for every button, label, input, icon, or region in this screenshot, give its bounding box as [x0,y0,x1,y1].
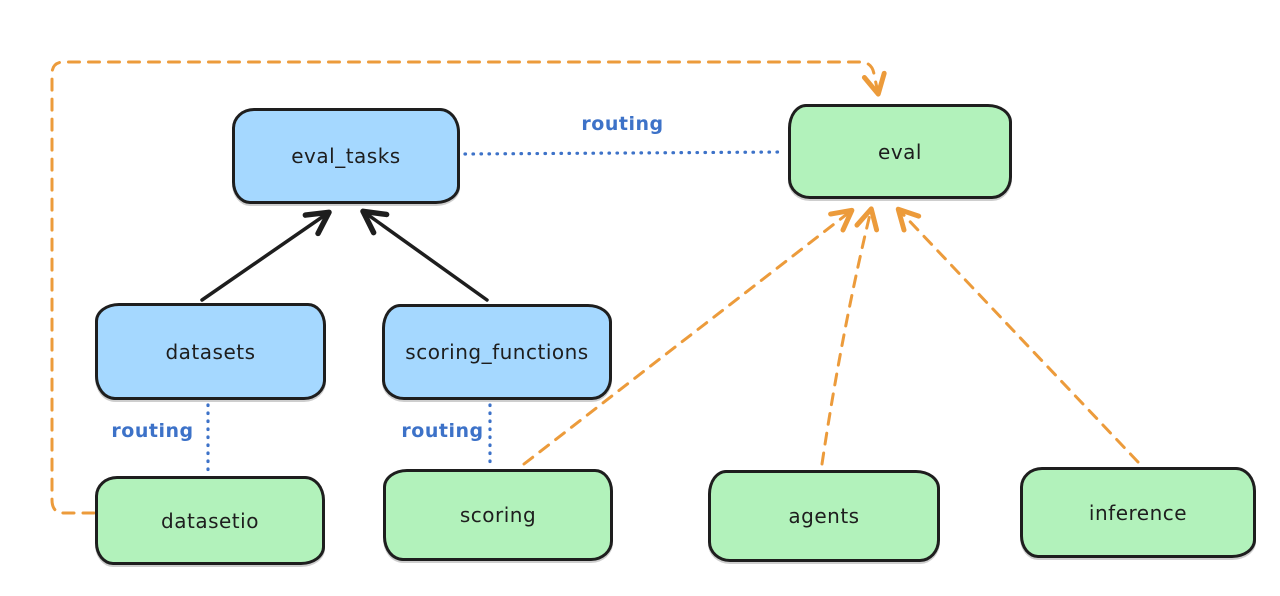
node-label: datasets [165,339,256,364]
node-label: eval_tasks [291,144,401,168]
node-label: agents [788,504,860,528]
node-scoring-functions: scoring_functions [382,304,612,400]
node-datasetio: datasetio [95,476,325,565]
node-label: scoring [459,503,537,527]
node-agents: agents [708,470,940,562]
edge-datasetio-to-eval-loop [50,60,887,515]
node-label: scoring_functions [405,340,589,364]
edge-datasets-to-eval_tasks [200,209,332,302]
edge-scoring_functions-to-eval_tasks [360,208,489,302]
node-label: inference [1088,500,1188,525]
node-eval-tasks: eval_tasks [232,108,460,204]
node-eval: eval [788,104,1012,199]
edge-scoring-to-eval [522,207,855,466]
node-datasets: datasets [95,303,326,400]
edge-label-routing-scoring_functions-scoring: routing [401,420,484,442]
edge-inference-to-eval [895,206,1140,464]
node-scoring: scoring [383,469,613,561]
edge-eval_tasks-to-eval-routing [463,150,785,156]
edge-agents-to-eval [820,206,880,466]
node-label: datasetio [161,508,259,533]
node-inference: inference [1020,467,1256,558]
node-label: eval [878,139,922,164]
edge-label-routing-eval_tasks-eval: routing [581,113,664,135]
edge-label-routing-datasets-datasetio: routing [111,420,194,442]
